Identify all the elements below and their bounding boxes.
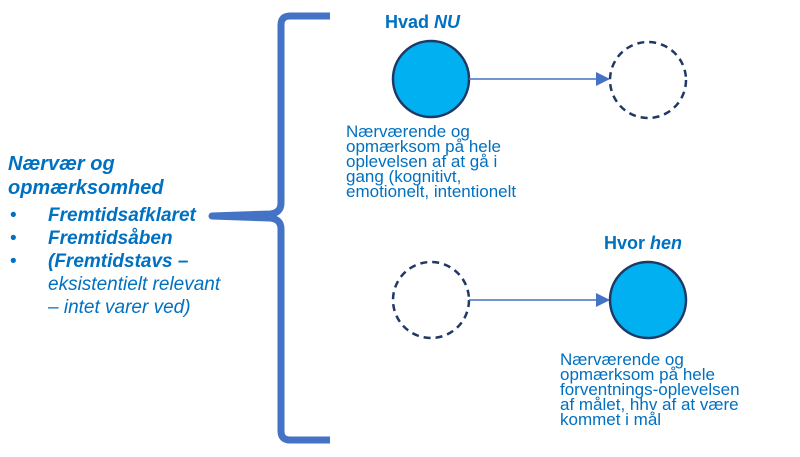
now-description-line: Nærværende og <box>346 122 470 141</box>
top-arrow-head <box>596 72 610 86</box>
goal-heading-italic: hen <box>650 233 683 253</box>
goal-description-line: Nærværende og <box>560 350 684 369</box>
future-placeholder-circle-top <box>608 40 688 120</box>
bullet-icon: • <box>10 228 17 249</box>
goal-circle <box>608 260 688 340</box>
list-item-bold: Fremtidsåben <box>48 228 173 249</box>
list-item-rest-line2: – intet varer ved) <box>48 297 191 318</box>
goal-description-line: forventnings-oplevelsen <box>560 380 740 399</box>
past-placeholder-circle-bottom <box>391 260 471 340</box>
bottom-arrow-head <box>596 293 610 307</box>
left-bullet-list: • Fremtidsafklaret • Fremtidsåben • (Fre… <box>8 204 268 319</box>
now-description-line: opmærksom på hele <box>346 137 501 156</box>
now-circle <box>391 39 471 119</box>
left-title-line2: opmærksomhed <box>8 177 164 199</box>
now-description-line: emotionelt, intentionelt <box>346 182 517 201</box>
goal-heading: Hvor hen <box>604 233 682 254</box>
now-description: Nærværende og opmærksom på hele oplevels… <box>346 122 517 201</box>
now-description-line: oplevelsen af at gå i <box>346 152 498 171</box>
bullet-icon: • <box>10 205 17 226</box>
bullet-icon: • <box>10 251 17 272</box>
list-item: • Fremtidsafklaret <box>8 204 268 227</box>
left-title: Nærvær og opmærksomhed <box>8 152 268 200</box>
curly-brace <box>208 12 330 444</box>
list-item: • Fremtidsåben <box>8 227 268 250</box>
list-item-rest-line1: eksistentielt relevant <box>48 274 221 295</box>
now-description-line: gang (kognitivt, <box>346 167 462 186</box>
list-item-bold: (Fremtidstavs – <box>48 251 189 272</box>
now-heading: Hvad NU <box>385 12 460 33</box>
goal-description-line: af målet, hhv af at være <box>560 395 739 414</box>
goal-heading-plain: Hvor <box>604 233 651 253</box>
goal-description-line: kommet i mål <box>560 410 662 429</box>
list-item-bold: Fremtidsafklaret <box>48 205 196 226</box>
left-text-block: Nærvær og opmærksomhed • Fremtidsafklare… <box>8 152 268 319</box>
list-item: • (Fremtidstavs – eksistentielt relevant… <box>8 250 268 319</box>
goal-description: Nærværende og opmærksom på hele forventn… <box>560 350 740 429</box>
goal-description-line: opmærksom på hele <box>560 365 715 384</box>
now-heading-plain: Hvad <box>385 12 435 32</box>
left-title-line1: Nærvær og <box>8 153 115 175</box>
now-heading-italic: NU <box>434 12 461 32</box>
